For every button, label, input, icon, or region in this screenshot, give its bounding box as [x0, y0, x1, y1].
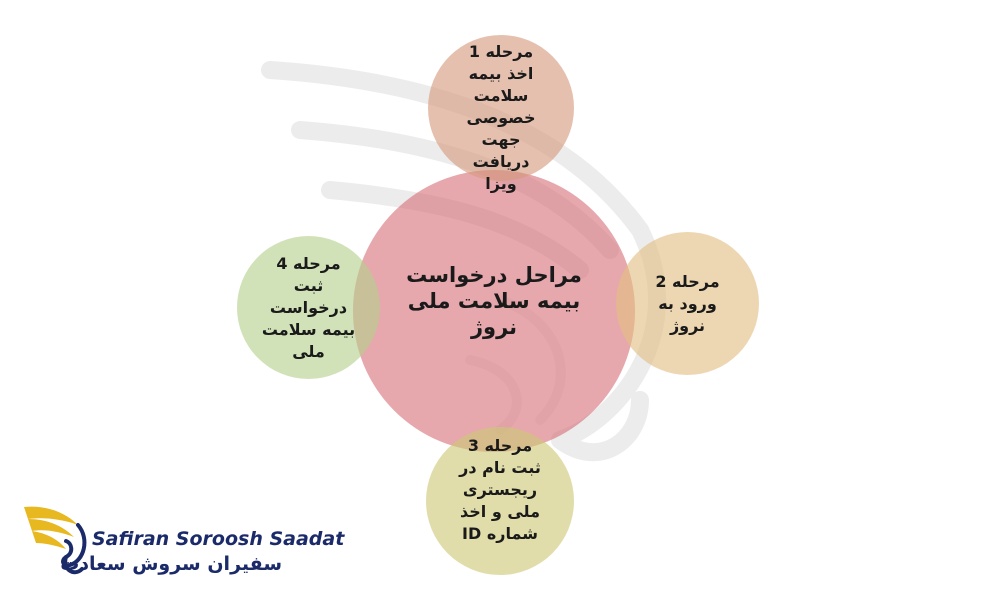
step-3-title: مرحله 3: [467, 436, 533, 455]
step-4-text: ثبت درخواست بیمه سلامت ملی: [261, 275, 356, 361]
step-1-title: مرحله 1: [468, 42, 534, 61]
logo-name-en: Safiran Soroosh Saadat: [92, 528, 345, 550]
step-1-text: اخذ بیمه سلامت خصوصی جهت دریافت ویزا: [466, 64, 536, 193]
wing-icon: [24, 506, 87, 575]
center-circle: مراحل درخواست بیمه سلامت ملی نروژ: [353, 170, 635, 452]
step-4-circle: مرحله 4 ثبت درخواست بیمه سلامت ملی: [237, 236, 380, 379]
step-1-circle: مرحله 1 اخذ بیمه سلامت خصوصی جهت دریافت …: [428, 35, 574, 193]
step-3-text: ثبت نام در ریجستری ملی و اخذ شماره ID: [459, 458, 541, 543]
logo-name-fa: سفیران سروش سعادت: [60, 553, 282, 575]
step-4-title: مرحله 4: [276, 253, 341, 273]
company-logo: Safiran Soroosh Saadat سفیران سروش سعادت: [22, 495, 344, 585]
step-3-circle: مرحله 3 ثبت نام در ریجستری ملی و اخذ شما…: [426, 427, 574, 575]
step-2-circle: مرحله 2 ورود به نروژ: [616, 232, 759, 375]
step-2-title: مرحله 2: [655, 271, 720, 291]
center-title: مراحل درخواست بیمه سلامت ملی نروژ: [406, 263, 582, 339]
step-2-text: ورود به نروژ: [658, 293, 717, 335]
